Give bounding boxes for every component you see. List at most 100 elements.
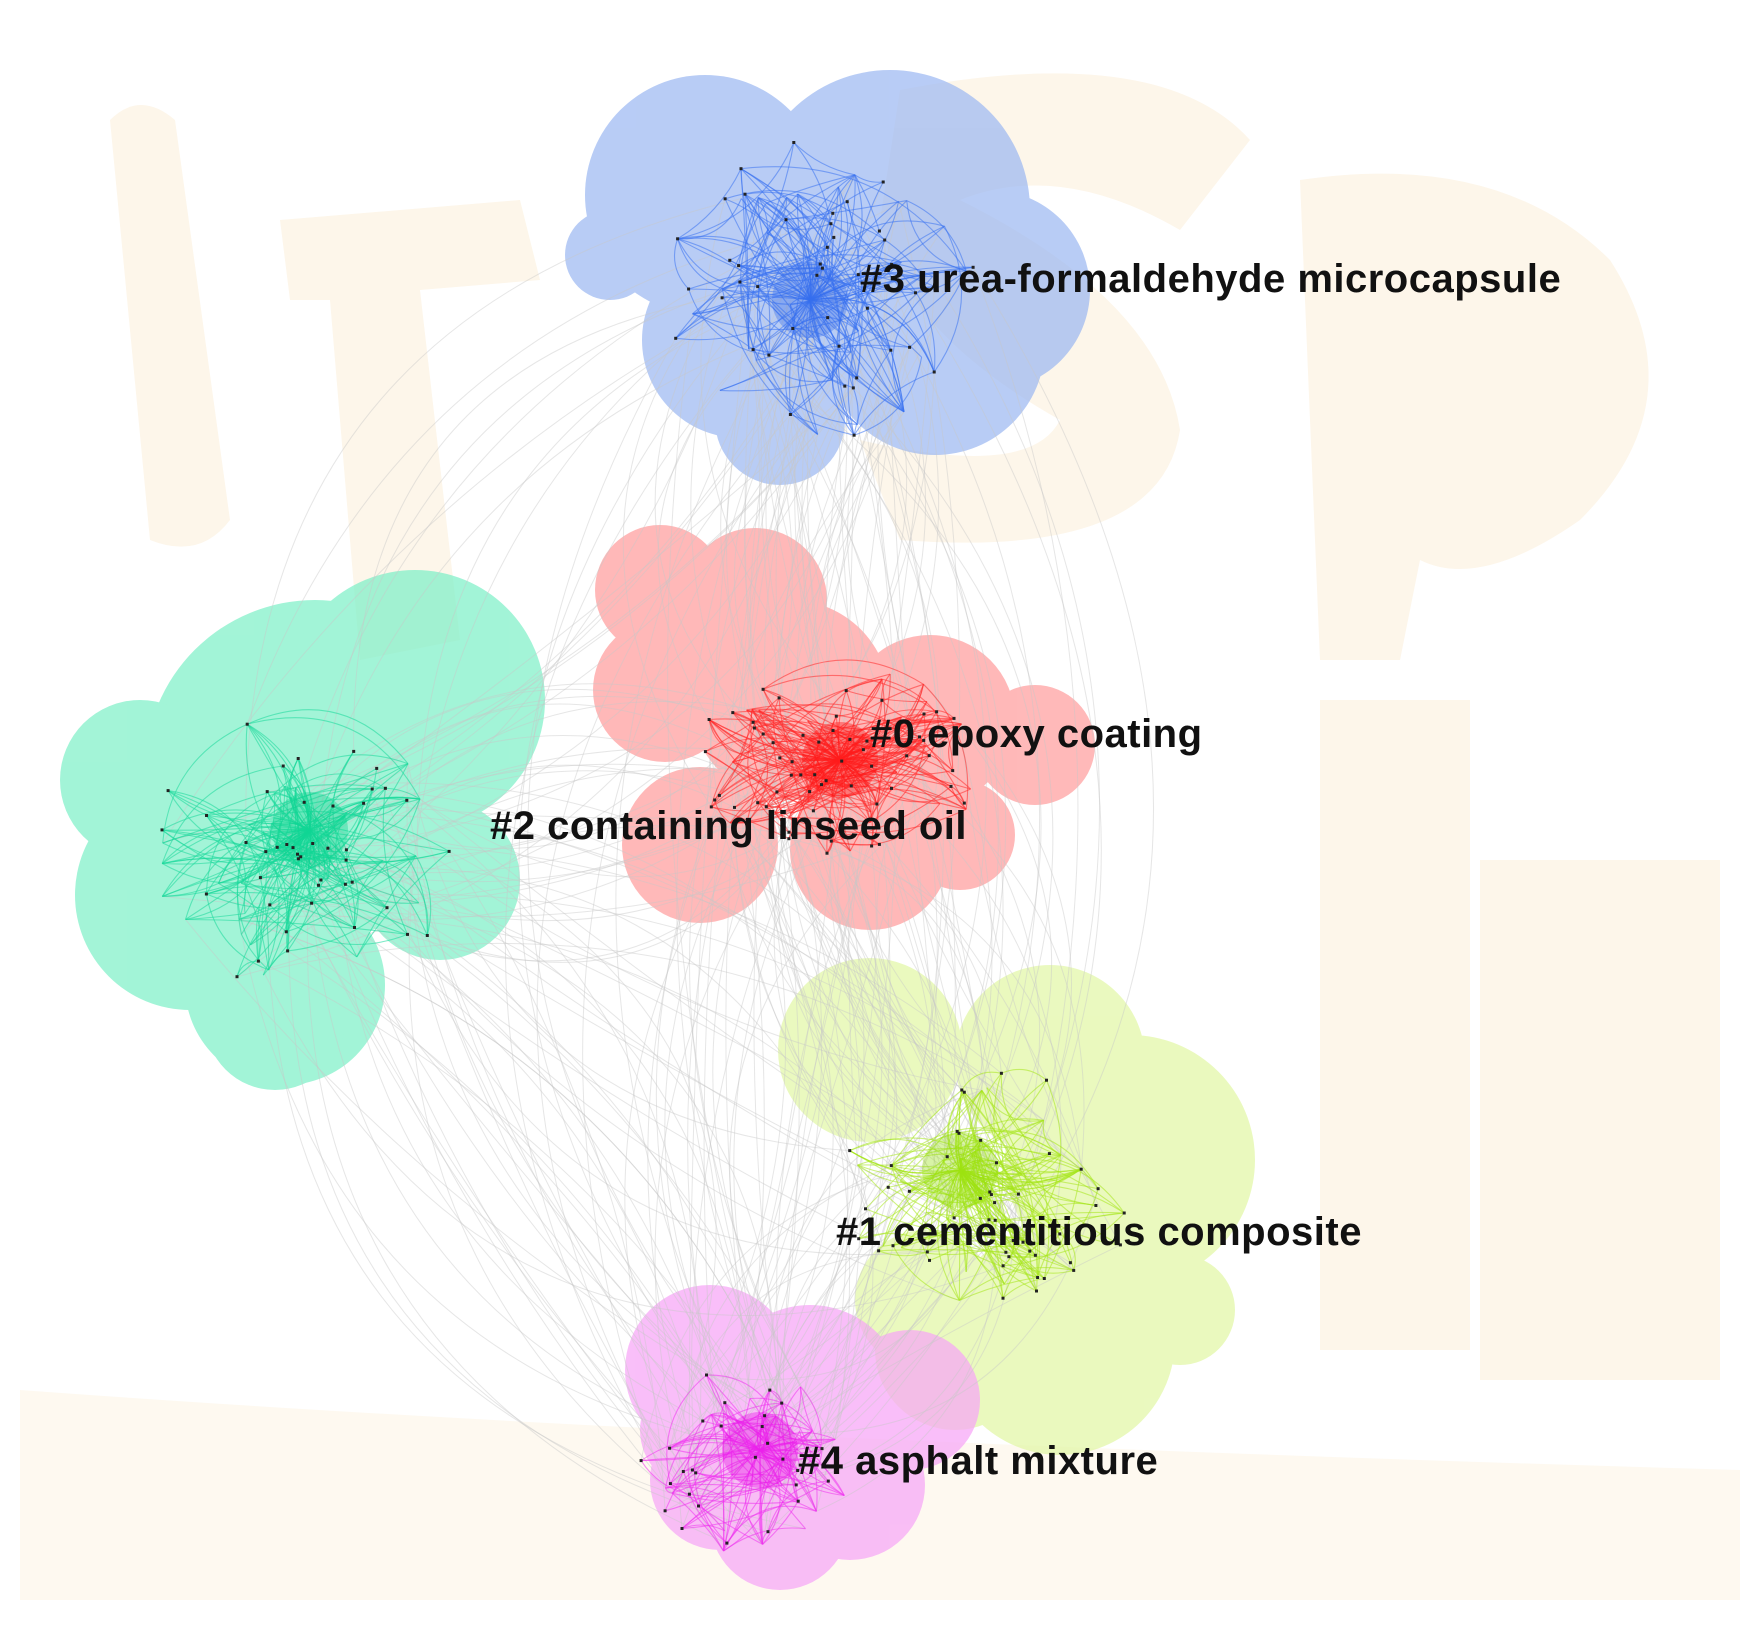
inter-cluster-link: [162, 791, 810, 906]
intra-cluster-link: [740, 202, 770, 356]
inter-cluster-link: [754, 727, 896, 1417]
network-node: [756, 801, 760, 805]
intra-cluster-link: [162, 831, 319, 886]
network-node: [849, 784, 853, 788]
intra-cluster-link: [415, 855, 432, 936]
intra-cluster-link: [682, 1471, 724, 1552]
region-lobe: [205, 950, 345, 1090]
inter-cluster-link: [265, 845, 1002, 1074]
intra-cluster-link: [757, 802, 785, 827]
inter-cluster-link: [297, 853, 783, 1404]
network-node: [908, 345, 912, 349]
inter-cluster-link: [778, 225, 1075, 1271]
inter-cluster-link: [709, 351, 852, 807]
inter-cluster-link: [932, 276, 1101, 1195]
intra-cluster-link: [793, 142, 855, 176]
watermark-shape-p: [1300, 173, 1649, 661]
intra-cluster-link: [778, 697, 811, 792]
network-node: [890, 262, 894, 266]
intra-cluster-link: [959, 1169, 996, 1221]
network-node: [676, 237, 680, 241]
network-node: [820, 266, 824, 270]
inter-cluster-link: [286, 695, 754, 845]
intra-cluster-link: [1000, 1073, 1061, 1156]
intra-cluster-link: [692, 246, 828, 315]
network-node: [877, 229, 881, 233]
intra-cluster-link: [790, 413, 855, 436]
inter-cluster-link: [407, 763, 850, 1152]
inter-cluster-link: [185, 919, 751, 1400]
intra-cluster-link: [831, 833, 880, 845]
hub-glow: [922, 1132, 998, 1208]
network-node: [764, 805, 768, 809]
intra-cluster-link: [1042, 1120, 1061, 1156]
intra-cluster-link: [681, 1524, 725, 1532]
inter-cluster-link: [267, 823, 806, 1530]
intra-cluster-link: [881, 699, 955, 724]
inter-cluster-link: [881, 700, 1037, 1292]
intra-cluster-link: [789, 297, 811, 306]
network-node: [861, 748, 865, 752]
intra-cluster-link: [979, 1162, 1004, 1267]
inter-cluster-link: [386, 347, 911, 909]
label-cluster-1: #1 cementitious composite: [836, 1210, 1362, 1254]
intra-cluster-link: [779, 757, 880, 845]
intra-cluster-link: [708, 719, 878, 809]
inter-cluster-link: [647, 727, 755, 1495]
inter-cluster-link: [876, 755, 963, 1091]
intra-cluster-link: [831, 239, 886, 381]
inter-cluster-link: [655, 753, 750, 1452]
inter-cluster-link: [238, 918, 783, 1404]
inter-cluster-link: [877, 264, 927, 746]
inter-cluster-link: [582, 276, 934, 1489]
inter-cluster-link: [764, 317, 999, 1417]
intra-cluster-link: [677, 198, 742, 240]
network-node: [1072, 1268, 1076, 1272]
region-lobe: [60, 700, 220, 860]
inter-cluster-link: [371, 788, 690, 1495]
network-node: [353, 926, 356, 929]
inter-cluster-link: [671, 850, 883, 1494]
intra-cluster-link: [739, 281, 833, 381]
network-node: [352, 749, 356, 753]
network-node: [928, 1258, 931, 1262]
intra-cluster-link: [748, 1442, 768, 1452]
network-nodes: [160, 141, 1126, 1545]
intra-cluster-link: [711, 1414, 763, 1428]
intra-cluster-link: [749, 1397, 813, 1432]
intra-cluster-link: [732, 761, 809, 803]
network-node: [1094, 1204, 1098, 1207]
inter-cluster-link: [248, 387, 854, 826]
intra-cluster-link: [266, 791, 311, 831]
network-node: [245, 722, 249, 726]
network-node: [745, 822, 749, 825]
intra-cluster-link: [236, 860, 383, 977]
intra-cluster-link: [759, 1449, 783, 1460]
intra-cluster-link: [738, 251, 821, 267]
intra-cluster-link: [762, 1448, 823, 1462]
inter-cluster-link: [426, 935, 821, 1454]
intra-cluster-link: [790, 351, 852, 415]
network-node: [705, 1373, 708, 1377]
intra-cluster-link: [882, 1169, 961, 1247]
intra-cluster-link: [705, 721, 754, 753]
intra-cluster-link: [692, 254, 902, 315]
intra-cluster-link: [946, 1150, 976, 1301]
network-node: [790, 760, 794, 764]
inter-cluster-link: [923, 683, 1053, 1219]
intra-cluster-link: [287, 907, 388, 952]
network-node: [375, 766, 379, 770]
network-node: [907, 1189, 911, 1193]
intra-cluster-link: [849, 1137, 1019, 1195]
intra-cluster-link: [664, 1390, 771, 1512]
inter-cluster-link: [725, 174, 856, 793]
network-node: [275, 845, 279, 849]
intra-cluster-link: [766, 174, 856, 234]
intra-cluster-link: [303, 788, 373, 803]
network-node: [811, 809, 815, 813]
intra-cluster-link: [708, 719, 815, 776]
network-node: [738, 280, 742, 284]
network-node: [713, 798, 717, 802]
intra-cluster-link: [682, 1402, 782, 1472]
intra-cluster-link: [795, 1448, 823, 1486]
